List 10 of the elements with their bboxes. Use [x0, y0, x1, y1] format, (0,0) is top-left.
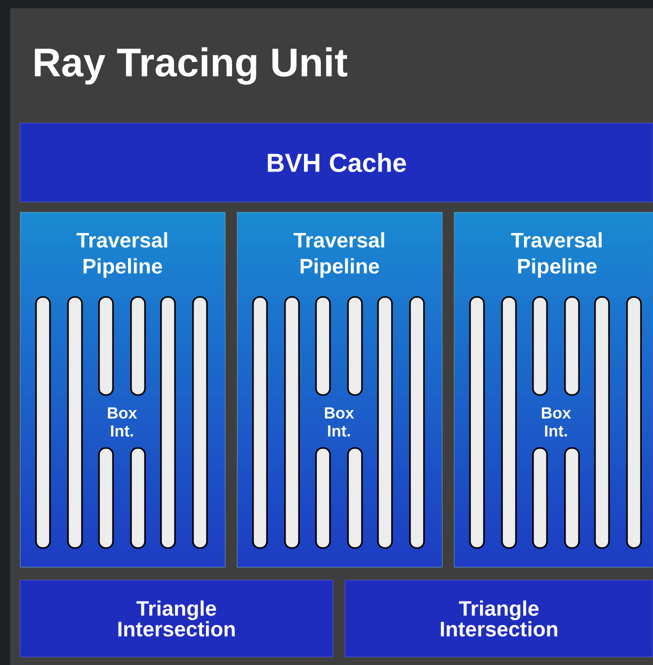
intersection-block: Triangle Intersection [344, 580, 653, 658]
cache-block: BVH Cache [20, 122, 653, 202]
box-label: Box Int. [324, 407, 354, 437]
intersection-block: Triangle Intersection [20, 580, 334, 658]
box-label: Box Int. [108, 407, 137, 437]
panel-title: Ray Tracing Unit [34, 47, 348, 85]
pipeline-label: Traversal Pipeline [511, 232, 602, 278]
pipeline-label: Traversal Pipeline [76, 232, 168, 278]
box-label: Box Int. [542, 407, 571, 437]
pipeline-label: Traversal Pipeline [294, 232, 384, 278]
